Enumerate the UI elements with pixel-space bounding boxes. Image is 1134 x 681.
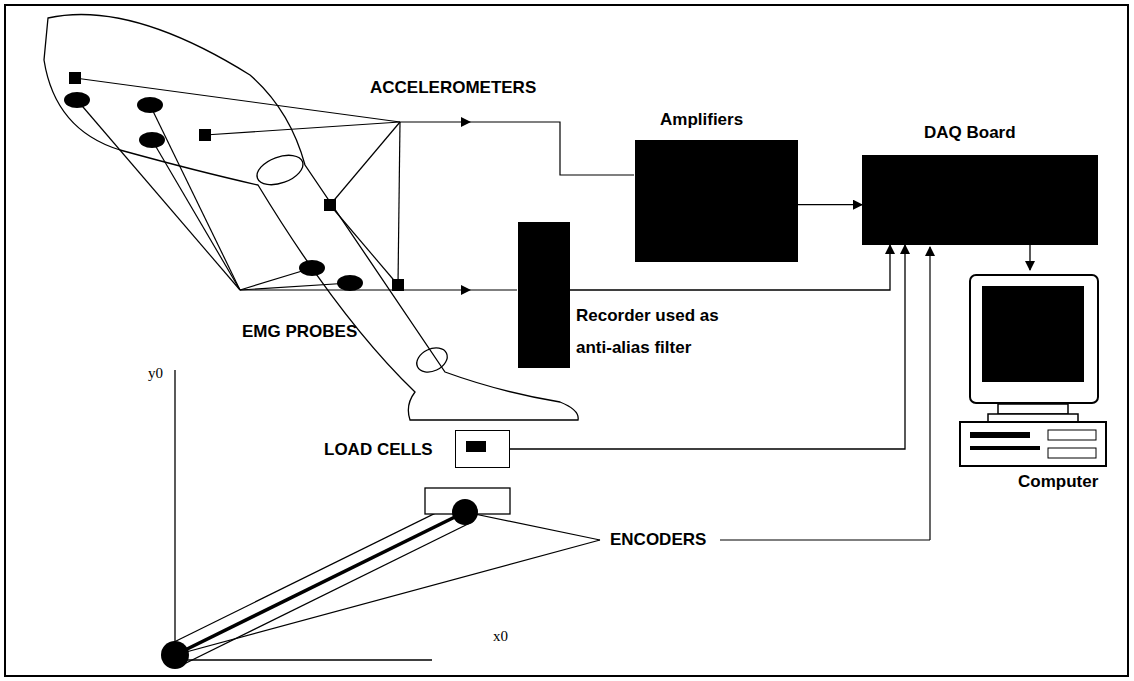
ankle-outline xyxy=(413,343,451,376)
base-circle xyxy=(161,641,189,669)
node-label: Recorder used as anti-alias filter xyxy=(576,300,751,365)
computer-drawing xyxy=(958,270,1108,470)
axis-label: y0 xyxy=(148,365,163,382)
signal-arrow xyxy=(1029,245,1030,270)
node-label: DAQ Board xyxy=(924,123,1016,143)
node-label: LOAD CELLS xyxy=(324,440,433,460)
daq-board-box: DAQ Board xyxy=(862,155,1098,245)
load-cell-box: LOAD CELLS xyxy=(455,430,510,468)
axis-label: x0 xyxy=(493,628,508,645)
joint-circle xyxy=(452,499,478,525)
amplifier-box: Amplifiers xyxy=(635,140,798,262)
computer-icon: Computer xyxy=(958,270,1108,468)
encoders-label: ENCODERS xyxy=(610,530,706,550)
emg-wires xyxy=(77,100,517,290)
load-cell-sensor xyxy=(466,441,486,452)
frame xyxy=(5,5,1128,676)
emg-probes-label: EMG PROBES xyxy=(242,322,357,342)
knee-outline xyxy=(253,150,307,191)
emg-probes xyxy=(64,92,363,291)
accelerometer-sensors xyxy=(69,72,404,291)
accelerometer-label: ACCELEROMETERS xyxy=(370,78,536,98)
signal-arrow xyxy=(798,204,862,205)
recorder-box: Recorder used as anti-alias filter xyxy=(518,222,570,368)
node-label: Amplifiers xyxy=(660,110,743,130)
node-label: Computer xyxy=(1018,472,1098,492)
leg-outline xyxy=(44,15,578,420)
